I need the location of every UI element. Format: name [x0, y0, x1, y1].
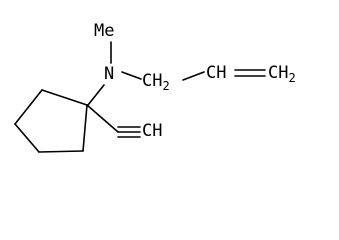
ch2-label: CH2 — [142, 71, 170, 93]
alkyne-ch-label: CH — [142, 121, 162, 141]
ring-bond-1 — [41, 89, 88, 106]
terminal-ch2-label: CH2 — [268, 63, 296, 85]
structure-diagram: Me N CH2 CH CH2 CH — [14, 21, 296, 153]
ch2-subscript: 2 — [162, 79, 169, 93]
ring-bond-3 — [14, 123, 40, 153]
bond-ch2-ch — [182, 71, 205, 81]
methyl-label: Me — [94, 21, 114, 41]
terminal-ch2-subscript: 2 — [288, 71, 295, 85]
bond-nitrogen-ch2 — [121, 71, 142, 80]
nitrogen-label: N — [104, 64, 114, 84]
ring-bond-2 — [14, 89, 43, 125]
bond-nitrogen-ring — [87, 84, 105, 106]
ring-bond-4 — [38, 150, 84, 153]
ring-bond-5 — [82, 104, 88, 152]
ch-alkene-label: CH — [206, 63, 226, 83]
bond-ring-alkyne — [86, 104, 119, 133]
